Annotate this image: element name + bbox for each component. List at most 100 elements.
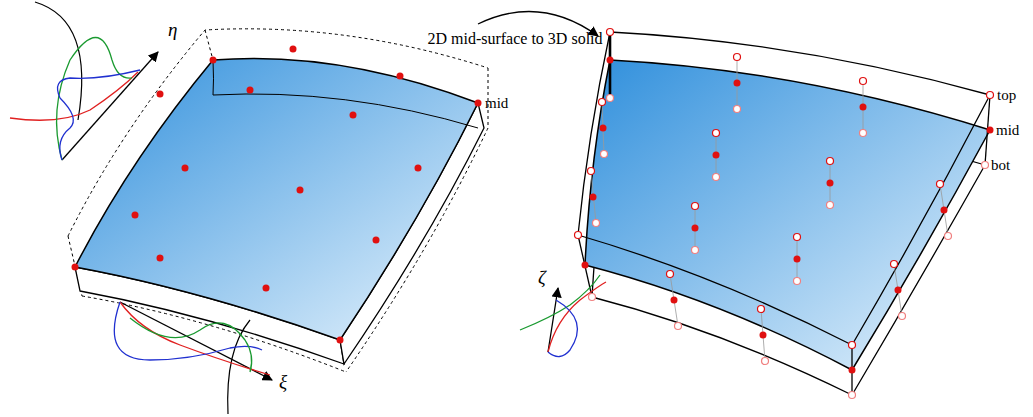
control-node [415, 165, 422, 172]
control-node [350, 112, 357, 119]
bottom-node [607, 95, 614, 102]
basis-function-red [10, 72, 138, 120]
axis-label: ξ [279, 372, 287, 393]
top-node [860, 78, 867, 85]
axis-label: ζ [538, 268, 546, 289]
control-node [182, 165, 189, 172]
mid-node [827, 180, 834, 187]
top-node [667, 271, 674, 278]
mid-node [582, 262, 589, 269]
top-node [987, 92, 994, 99]
thickness-line [609, 32, 612, 98]
basis-function-blue [548, 300, 577, 357]
top-node [588, 168, 595, 175]
top-node [827, 158, 834, 165]
top-node [713, 130, 720, 137]
control-node [337, 337, 344, 344]
mid-node [713, 152, 720, 159]
bottom-node [692, 247, 699, 254]
axis-label: η [168, 20, 177, 41]
layer-label: mid [996, 122, 1019, 139]
bottom-node [860, 130, 867, 137]
mid-node [671, 297, 678, 304]
bottom-nodes [589, 95, 989, 399]
control-node [72, 264, 79, 271]
layer-label: top [997, 87, 1016, 104]
mid-node [600, 125, 607, 132]
bottom-node [827, 202, 834, 209]
zeta-axis [548, 288, 558, 352]
mid-node [895, 287, 902, 294]
control-node [132, 212, 139, 219]
bottom-node [849, 392, 856, 399]
top-node [758, 306, 765, 313]
bottom-node [734, 106, 741, 113]
mid-node [607, 57, 614, 64]
basis-function-blue [114, 302, 262, 360]
node-link [894, 264, 902, 316]
mid-node [860, 104, 867, 111]
control-nodes [72, 46, 482, 344]
basis-function-red [120, 302, 270, 375]
control-node [210, 57, 217, 64]
control-node [157, 91, 164, 98]
bottom-node [601, 151, 608, 158]
node-link [940, 184, 948, 236]
mid-node [849, 367, 856, 374]
bottom-node [589, 294, 596, 301]
bottom-node [945, 233, 952, 240]
mid-surface [75, 58, 478, 340]
bottom-node [794, 278, 801, 285]
transform-label: 2D mid-surface to 3D solid [427, 30, 602, 48]
bottom-node [713, 174, 720, 181]
mid-node [941, 207, 948, 214]
mid-node [987, 127, 994, 134]
control-node [263, 285, 270, 292]
mid-node [794, 256, 801, 263]
mid-node [590, 194, 597, 201]
layer-label: bot [991, 157, 1010, 174]
node-links [591, 57, 948, 361]
top-node [692, 203, 699, 210]
basis-function-green [130, 318, 252, 372]
top-node [599, 99, 606, 106]
top-node [849, 342, 856, 349]
bottom-node [982, 162, 989, 169]
top-node [891, 261, 898, 268]
control-node [157, 255, 164, 262]
top-node [734, 54, 741, 61]
surface-grid-line [213, 60, 215, 95]
dashed-edge [205, 30, 213, 60]
bottom-node [675, 323, 682, 330]
top-node [575, 232, 582, 239]
basis-function-green [57, 38, 132, 161]
control-node [290, 46, 297, 53]
eta-axis [62, 52, 158, 160]
mid-node [760, 332, 767, 339]
top-node [794, 234, 801, 241]
mid-nodes [582, 57, 994, 374]
top-surface [578, 32, 990, 345]
surface-grid-line [213, 94, 478, 128]
mid-surface [585, 60, 990, 370]
dashed-volume [68, 29, 488, 372]
node-link [670, 274, 678, 326]
control-node [297, 187, 304, 194]
xi-axis [120, 302, 272, 380]
top-node [607, 29, 614, 36]
control-node [475, 100, 482, 107]
basis-function-red [548, 282, 606, 352]
control-node [373, 237, 380, 244]
control-node [397, 73, 404, 80]
basis-function-blue [58, 70, 140, 160]
mid-node [692, 225, 699, 232]
bottom-node [593, 220, 600, 227]
bottom-node [762, 358, 769, 365]
control-node [247, 87, 254, 94]
top-nodes [575, 29, 994, 349]
bottom-node [899, 313, 906, 320]
thickness-lines [578, 32, 990, 395]
mid-node [734, 80, 741, 87]
